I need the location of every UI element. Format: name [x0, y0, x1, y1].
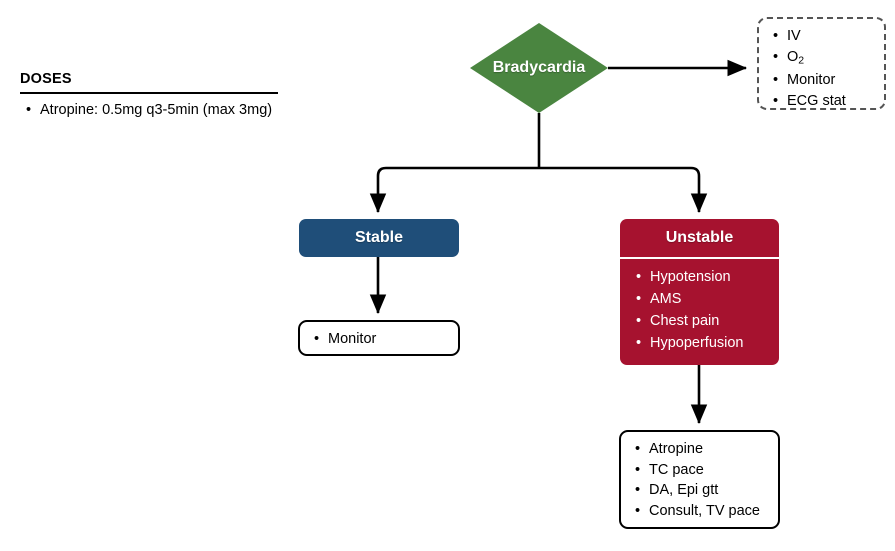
list-item-o2: O2 [771, 47, 874, 71]
list-item: Chest pain [634, 310, 769, 332]
unstable-criteria-list: Hypotension AMS Chest pain Hypoperfusion [620, 259, 779, 362]
node-unstable[interactable]: Unstable Hypotension AMS Chest pain Hypo… [620, 219, 779, 365]
list-item: ECG stat [771, 91, 874, 112]
initial-actions-list: IV O2 Monitor ECG stat [759, 19, 884, 118]
node-initial-actions[interactable]: IV O2 Monitor ECG stat [757, 17, 886, 111]
node-unstable-actions[interactable]: Atropine TC pace DA, Epi gtt Consult, TV… [619, 430, 780, 529]
o2-subscript: 2 [798, 53, 805, 66]
list-item: Atropine [633, 439, 768, 460]
list-item: DA, Epi gtt [633, 480, 768, 501]
list-item: Hypoperfusion [634, 332, 769, 354]
list-item: TC pace [633, 460, 768, 481]
node-bradycardia-label: Bradycardia [492, 59, 586, 76]
list-item: IV [771, 26, 874, 47]
node-stable-actions[interactable]: Monitor [298, 320, 460, 356]
list-item: Monitor [771, 70, 874, 91]
unstable-actions-list: Atropine TC pace DA, Epi gtt Consult, TV… [621, 432, 778, 528]
list-item: Hypotension [634, 266, 769, 288]
doses-list: Atropine: 0.5mg q3-5min (max 3mg) [20, 101, 278, 120]
node-unstable-label: Unstable [620, 219, 779, 259]
edge-root-to-branches [369, 113, 708, 214]
list-item: AMS [634, 288, 769, 310]
doses-divider [20, 92, 278, 94]
doses-panel: DOSES Atropine: 0.5mg q3-5min (max 3mg) [20, 70, 278, 120]
o2-base: O [787, 48, 799, 65]
doses-title: DOSES [20, 71, 72, 87]
list-item: Consult, TV pace [633, 501, 768, 522]
stable-actions-list: Monitor [300, 322, 458, 357]
list-item: Monitor [312, 329, 448, 350]
doses-list-item: Atropine: 0.5mg q3-5min (max 3mg) [20, 101, 278, 120]
node-bradycardia[interactable]: Bradycardia [470, 23, 608, 113]
node-stable[interactable]: Stable [299, 219, 459, 257]
node-stable-label: Stable [354, 229, 403, 246]
